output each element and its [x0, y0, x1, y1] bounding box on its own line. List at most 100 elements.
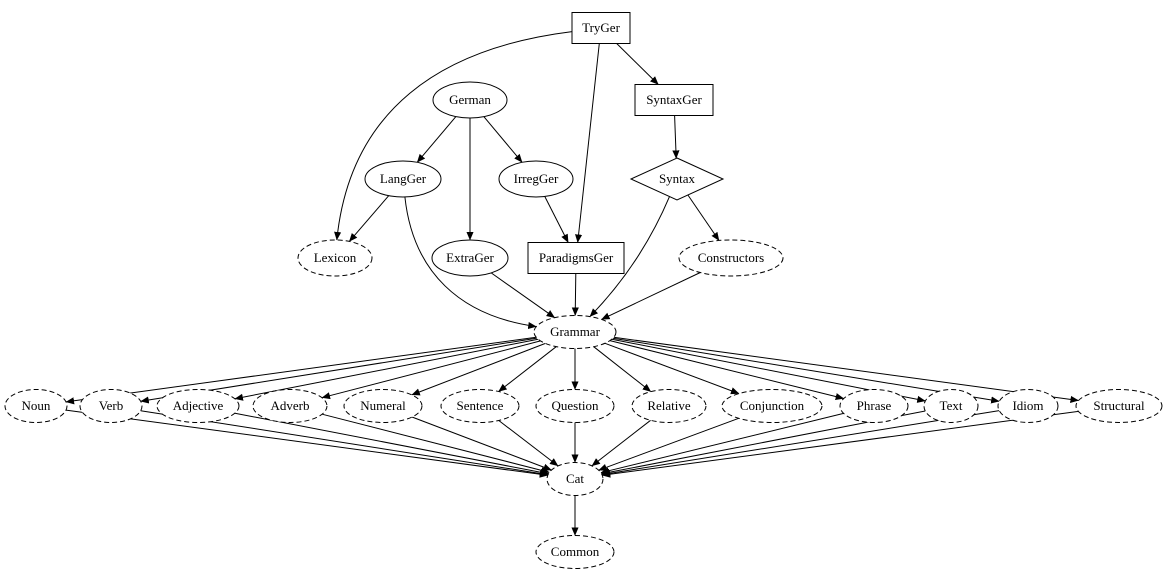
ellipse-shape: [721, 389, 823, 423]
ellipse-shape: [297, 239, 373, 277]
edge-Grammar-Adverb: [321, 340, 541, 400]
node-label-Adverb: Adverb: [271, 398, 310, 413]
node-German: German: [432, 81, 508, 119]
edge-Adverb-Cat: [321, 413, 550, 474]
ellipse-shape: [440, 389, 520, 423]
edge-Idiom-Cat: [601, 410, 1000, 477]
node-ParadigmsGer: ParadigmsGer: [527, 242, 625, 274]
node-Idiom: Idiom: [997, 389, 1059, 423]
node-label-Common: Common: [551, 544, 600, 559]
box-shape: [527, 242, 625, 274]
ellipse-shape: [364, 160, 442, 198]
ellipse-shape: [997, 389, 1059, 423]
edge-Phrase-Cat: [600, 412, 844, 475]
ellipse-shape: [498, 160, 574, 198]
node-Sentence: Sentence: [440, 389, 520, 423]
node-label-Verb: Verb: [99, 398, 124, 413]
node-label-Constructors: Constructors: [698, 250, 764, 265]
node-label-Text: Text: [940, 398, 963, 413]
node-Question: Question: [535, 389, 615, 423]
edge-Syntax-Grammar: [589, 196, 670, 317]
node-label-ExtraGer: ExtraGer: [446, 250, 494, 265]
box-shape: [634, 84, 714, 116]
ellipse-shape: [678, 239, 784, 277]
diamond-shape: [629, 157, 725, 201]
ellipse-shape: [535, 535, 615, 569]
node-Cat: Cat: [546, 462, 604, 496]
edge-Relative-Cat: [591, 419, 651, 467]
edge-Structural-Cat: [601, 410, 1079, 478]
ellipse-shape: [79, 389, 143, 423]
ellipse-shape: [432, 81, 508, 119]
node-LangGer: LangGer: [364, 160, 442, 198]
ellipse-shape: [252, 389, 328, 423]
node-label-Phrase: Phrase: [857, 398, 892, 413]
node-Common: Common: [535, 535, 615, 569]
edge-ParadigmsGer-Grammar: [571, 273, 579, 316]
edge-German-IrregGer: [483, 116, 523, 163]
node-TryGer: TryGer: [571, 12, 631, 44]
ellipse-shape: [1075, 389, 1163, 423]
node-label-Cat: Cat: [566, 471, 584, 486]
edge-Noun-Cat: [65, 409, 549, 478]
node-label-SyntaxGer: SyntaxGer: [646, 92, 702, 107]
node-Lexicon: Lexicon: [297, 239, 373, 277]
node-SyntaxGer: SyntaxGer: [634, 84, 714, 116]
edge-German-LangGer: [416, 116, 457, 163]
edges-layer: [65, 31, 1079, 536]
ellipse-shape: [156, 389, 240, 423]
node-label-IrregGer: IrregGer: [514, 171, 559, 186]
node-Adjective: Adjective: [156, 389, 240, 423]
edge-Grammar-Idiom: [612, 337, 1000, 404]
node-label-Syntax: Syntax: [659, 171, 696, 186]
node-label-Conjunction: Conjunction: [740, 398, 805, 413]
ellipse-shape: [923, 389, 979, 423]
node-ExtraGer: ExtraGer: [431, 239, 509, 277]
node-IrregGer: IrregGer: [498, 160, 574, 198]
edge-TryGer-Lexicon: [334, 31, 573, 241]
ellipse-shape: [839, 389, 909, 423]
edge-Grammar-Relative: [593, 346, 652, 392]
node-Syntax: Syntax: [629, 157, 725, 201]
ellipse-shape: [533, 315, 617, 349]
edge-Grammar-Phrase: [609, 340, 845, 401]
node-Noun: Noun: [4, 389, 68, 423]
edge-Grammar-Structural: [613, 336, 1079, 403]
edge-Grammar-Numeral: [411, 342, 546, 396]
edge-Syntax-Constructors: [687, 194, 720, 241]
node-label-LangGer: LangGer: [380, 171, 427, 186]
edge-Grammar-Conjunction: [604, 342, 740, 395]
ellipse-shape: [631, 389, 707, 423]
node-label-Numeral: Numeral: [360, 398, 406, 413]
edge-Grammar-Sentence: [498, 346, 557, 392]
node-label-Structural: Structural: [1093, 398, 1145, 413]
edge-LangGer-Lexicon: [348, 195, 390, 242]
node-label-Idiom: Idiom: [1012, 398, 1043, 413]
node-Phrase: Phrase: [839, 389, 909, 423]
ellipse-shape: [546, 462, 604, 496]
node-label-Relative: Relative: [647, 398, 691, 413]
node-label-TryGer: TryGer: [582, 20, 620, 35]
edge-Numeral-Cat: [411, 416, 552, 471]
box-shape: [571, 12, 631, 44]
edge-Adjective-Cat: [234, 412, 549, 476]
node-label-Lexicon: Lexicon: [314, 250, 357, 265]
node-label-Adjective: Adjective: [173, 398, 224, 413]
edge-ExtraGer-Grammar: [490, 272, 556, 319]
edge-LangGer-Grammar: [404, 196, 537, 330]
edge-Constructors-Grammar: [601, 272, 701, 320]
edge-IrregGer-ParadigmsGer: [544, 196, 569, 243]
edge-Conjunction-Cat: [598, 417, 739, 471]
node-Constructors: Constructors: [678, 239, 784, 277]
edge-Sentence-Cat: [498, 420, 559, 467]
node-Verb: Verb: [79, 389, 143, 423]
node-Conjunction: Conjunction: [721, 389, 823, 423]
node-Adverb: Adverb: [252, 389, 328, 423]
edge-Grammar-Noun: [65, 336, 537, 405]
edge-TryGer-SyntaxGer: [616, 43, 659, 85]
node-label-Sentence: Sentence: [457, 398, 504, 413]
node-label-Question: Question: [552, 398, 599, 413]
node-Structural: Structural: [1075, 389, 1163, 423]
node-label-Noun: Noun: [22, 398, 51, 413]
